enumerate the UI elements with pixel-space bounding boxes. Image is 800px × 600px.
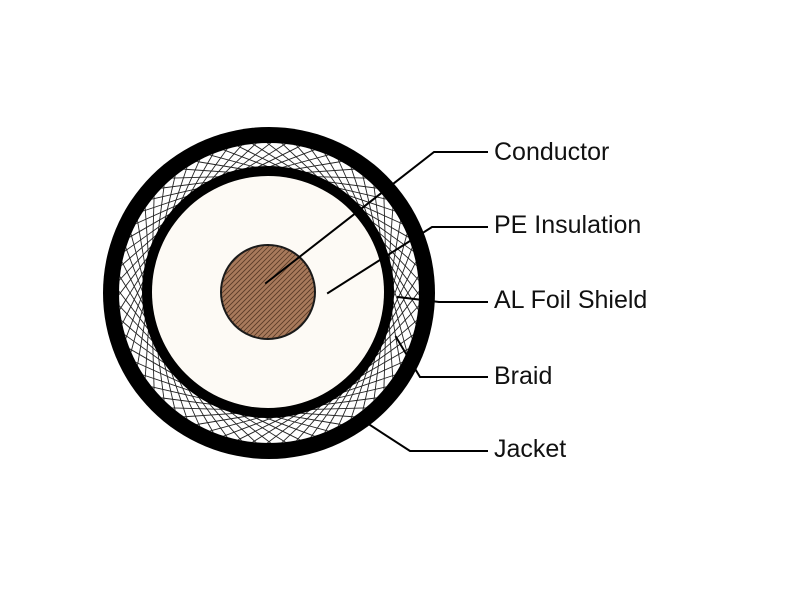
conductor-strand: [262, 246, 314, 338]
conductor-strand: [237, 246, 314, 338]
label-foil-shield: AL Foil Shield: [494, 286, 648, 314]
braid-strand: [294, 394, 338, 443]
braid-strand: [370, 318, 419, 362]
braid-strand: [388, 316, 394, 381]
braid-strand: [363, 332, 416, 371]
braid-strand: [349, 360, 371, 422]
braid-strand: [355, 346, 412, 380]
braid-strand: [373, 339, 383, 404]
braid-strand: [376, 303, 419, 351]
braid-strand: [268, 414, 332, 433]
leader-line-insulation: [326, 226, 488, 295]
braid-strand: [326, 385, 390, 402]
braid-strand: [381, 288, 419, 340]
conductor-strand: [267, 246, 314, 338]
conductor-strand: [222, 246, 309, 338]
conductor-strand: [222, 246, 284, 338]
braid-strand: [388, 259, 418, 317]
conductor-strand: [232, 246, 314, 338]
braid-strand: [206, 414, 270, 433]
braid-strand: [361, 350, 378, 414]
leader-line-jacket: [368, 423, 488, 452]
conductor-strand: [247, 246, 314, 338]
conductor-strand: [222, 246, 269, 338]
label-braid: Braid: [494, 362, 553, 390]
braid-strand: [390, 230, 409, 294]
braid-strand: [280, 413, 345, 426]
braid-strand: [383, 328, 387, 393]
leader-line-conductor: [264, 151, 488, 285]
braid-strand: [308, 387, 347, 440]
braid-strand: [385, 273, 419, 329]
leader-line-foil-shield: [396, 295, 488, 303]
braid-strand: [304, 407, 369, 411]
braid-strand: [336, 373, 398, 395]
conductor-strand: [252, 246, 314, 338]
braid-strand: [315, 397, 380, 407]
conductor-strand: [222, 246, 294, 338]
conductor-strand: [242, 246, 314, 338]
braid-strand: [256, 413, 318, 438]
braid-strand: [390, 292, 409, 356]
braid-strand: [336, 370, 364, 430]
leader-line-braid: [394, 335, 488, 378]
braid-strand: [249, 409, 305, 443]
label-insulation: PE Insulation: [494, 211, 642, 239]
braid-strand: [220, 413, 282, 438]
conductor-strand: [257, 246, 314, 338]
braid-strand: [264, 405, 316, 443]
leader-lines: [264, 151, 488, 452]
braid-strand: [346, 360, 406, 388]
braid-strand: [389, 244, 414, 306]
braid-strand: [193, 413, 258, 426]
conductor-strand: [222, 246, 274, 338]
braid-strand: [235, 412, 293, 442]
braid-strand: [279, 400, 327, 443]
label-conductor: Conductor: [494, 138, 610, 166]
label-jacket: Jacket: [494, 435, 567, 463]
braid-strand: [389, 280, 414, 342]
braid-strand: [322, 379, 356, 436]
braid-strand: [292, 412, 357, 418]
conductor-strand: [227, 246, 314, 338]
conductor-strand: [222, 246, 299, 338]
braid-strand: [245, 412, 303, 442]
conductor-strand: [222, 246, 289, 338]
conductor-strand: [222, 246, 279, 338]
conductor-strand: [222, 246, 304, 338]
